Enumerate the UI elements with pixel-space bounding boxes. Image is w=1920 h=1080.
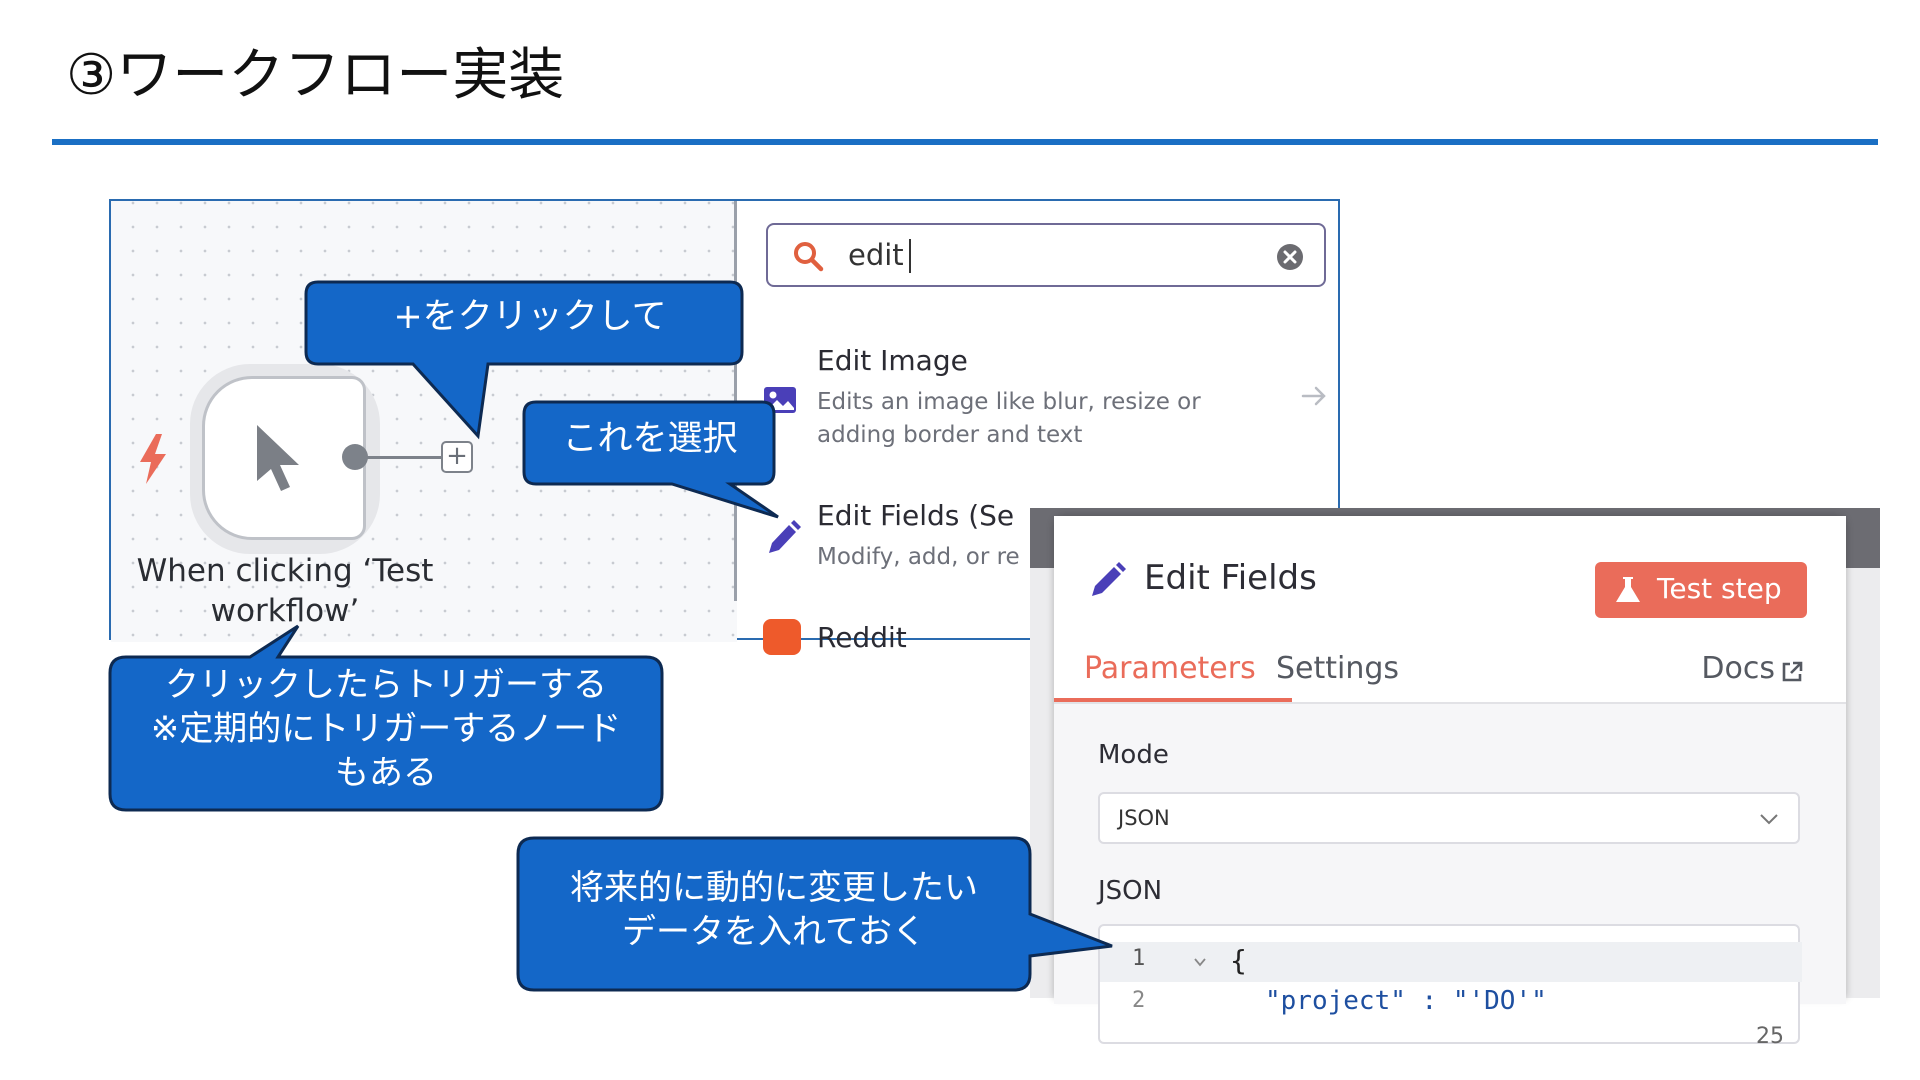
node-label-line: When clicking ‘Test [136, 553, 434, 589]
text-caret [909, 239, 911, 273]
search-result-edit-image[interactable]: Edit Image Edits an image like blur, res… [737, 336, 1337, 461]
page-number: 25 [1756, 1024, 1784, 1049]
callout-trigger-shape [108, 624, 664, 812]
mode-selected-value: JSON [1118, 806, 1170, 830]
callout-dynamic-data-shape [516, 836, 1113, 992]
callout-line: ※定期的にトリガーするノード [150, 709, 622, 749]
title-divider [52, 139, 1878, 145]
line-number: 2 [1132, 988, 1146, 1013]
result-description: Edits an image like blur, resize or addi… [817, 389, 1201, 448]
reddit-icon [763, 619, 801, 655]
edit-fields-panel: Edit Fields Test step Parameters Setting… [1054, 516, 1846, 1044]
panel-header: Edit Fields Test step Parameters Setting… [1054, 516, 1846, 696]
bolt-icon [140, 434, 166, 484]
slide-title: ③ワークフロー実装 [66, 43, 565, 108]
code-line-active [1100, 942, 1802, 982]
panel-title: Edit Fields [1144, 558, 1317, 598]
connector-line [366, 456, 441, 459]
result-description: Modify, add, or re [817, 544, 1020, 570]
search-result-reddit[interactable]: Reddit [737, 613, 1337, 655]
line-number: 1 [1132, 946, 1146, 971]
callout-line: 将来的に動的に変更したい [570, 868, 978, 908]
search-input[interactable] [848, 235, 1248, 275]
active-tab-indicator [1054, 698, 1292, 702]
tab-docs[interactable]: Docs [1701, 651, 1775, 686]
callout-dynamic-data: 将来的に動的に変更したい データを入れておく [518, 866, 1030, 954]
node-search-box[interactable] [766, 223, 1326, 287]
arrow-right-icon [1301, 386, 1326, 406]
mode-label: Mode [1098, 740, 1169, 770]
node-label-line: workflow’ [210, 593, 360, 629]
flask-icon [1616, 577, 1640, 602]
mode-select[interactable]: JSON [1098, 792, 1800, 844]
callout-click-plus: +をクリックして [393, 297, 667, 337]
clear-search-icon[interactable] [1276, 243, 1304, 271]
cursor-icon [257, 425, 299, 491]
tab-settings[interactable]: Settings [1276, 651, 1400, 686]
code-text: { [1230, 944, 1247, 977]
tab-parameters[interactable]: Parameters [1084, 651, 1256, 686]
test-step-label: Test step [1657, 572, 1782, 605]
chevron-down-icon [1760, 814, 1778, 825]
callout-select-this: これを選択 [562, 419, 738, 459]
callout-line: クリックしたらトリガーする [165, 665, 607, 705]
fold-chevron-icon[interactable] [1192, 956, 1208, 968]
pencil-icon [769, 520, 801, 553]
node-output-handle[interactable] [342, 444, 368, 470]
callout-click-plus-shape [304, 280, 744, 440]
edit-fields-screenshot: Edit Fields Test step Parameters Setting… [1030, 508, 1880, 1044]
result-title: Edit Image [817, 344, 968, 377]
result-title: Edit Fields (Se [817, 499, 1015, 532]
json-code-editor[interactable]: 1 { 2 "project" : "'DO'" [1098, 924, 1802, 1044]
callout-line: もある [335, 753, 437, 793]
search-result-edit-fields[interactable]: Edit Fields (Se Modify, add, or re [737, 491, 1337, 601]
callout-trigger: クリックしたらトリガーする ※定期的にトリガーするノード もある [110, 663, 662, 795]
code-text: "project" : "'DO'" [1265, 986, 1547, 1016]
node-label: When clicking ‘Test workflow’ [111, 551, 459, 631]
add-node-button[interactable]: + [441, 441, 473, 473]
callout-select-this-shape [522, 400, 779, 519]
manual-trigger-node[interactable] [202, 376, 366, 540]
pencil-icon [1092, 562, 1126, 596]
external-link-icon [1782, 661, 1803, 682]
parameters-body: Mode JSON JSON 1 { 2 "project" : "'DO'" [1054, 702, 1846, 1044]
callout-line: データを入れておく [622, 912, 926, 952]
test-step-button[interactable]: Test step [1595, 562, 1807, 618]
search-icon [794, 242, 824, 272]
result-title: Reddit [817, 621, 907, 654]
json-label: JSON [1098, 876, 1163, 906]
